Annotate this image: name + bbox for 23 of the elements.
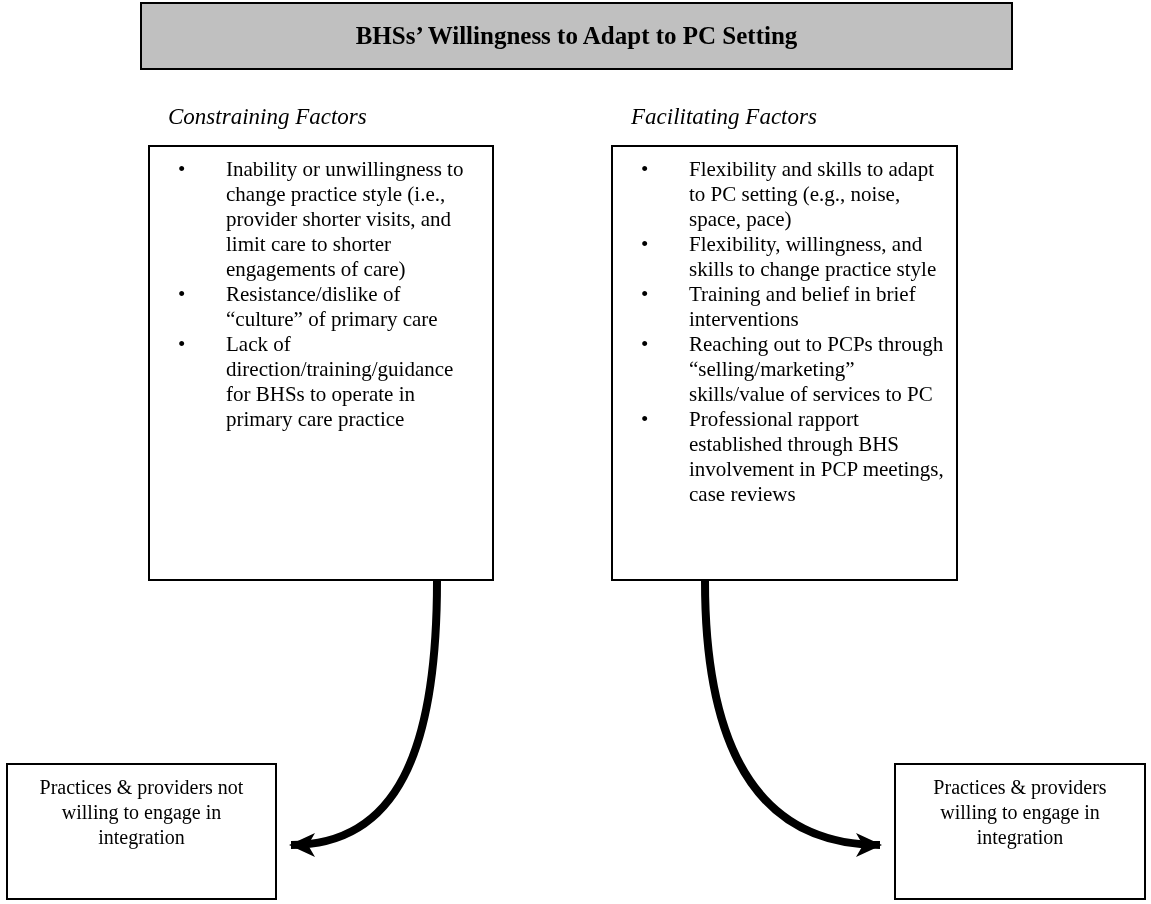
bullet-item: Professional rapport established through BHS involvement in PCP meetings, case reviews bbox=[689, 407, 944, 507]
bullet-item: Resistance/dislike of “culture” of primary care bbox=[226, 282, 439, 332]
outcome-text: Practices & providers not willing to engage in integration bbox=[38, 775, 245, 850]
column-heading: Facilitating Factors bbox=[631, 103, 817, 131]
bullet-item: Reaching out to PCPs through “selling/marketing” skills/value of services to PC bbox=[689, 332, 944, 407]
curved-arrow bbox=[701, 580, 882, 856]
bullet-point: • bbox=[177, 157, 187, 183]
bullet-item: Flexibility, willingness, and skills to change practice style bbox=[689, 232, 938, 282]
bullet-item: Lack of direction/training/guidance for BHSs to operate in primary care practice bbox=[226, 332, 455, 432]
bullet-item: Inability or unwillingness to change practice style (i.e., provider shorter visits, and limit care to shorter engagements of care) bbox=[226, 157, 465, 282]
curved-arrow bbox=[289, 580, 441, 856]
bullet-item: Training and belief in brief interventions bbox=[689, 282, 917, 332]
bullet-item: Flexibility and skills to adapt to PC setting (e.g., noise, space, pace) bbox=[689, 157, 935, 232]
outcome-text: Practices & providers willing to engage in integration bbox=[932, 775, 1108, 850]
bullet-point: • bbox=[640, 282, 650, 308]
column-heading: Constraining Factors bbox=[168, 103, 367, 131]
bullet-point: • bbox=[640, 407, 650, 433]
bullet-point: • bbox=[640, 332, 650, 358]
bullet-point: • bbox=[640, 157, 650, 183]
bullet-point: • bbox=[177, 282, 187, 308]
bullet-point: • bbox=[640, 232, 650, 258]
bullet-point: • bbox=[177, 332, 187, 358]
title-banner: BHSs’ Willingness to Adapt to PC Setting bbox=[140, 2, 1013, 70]
